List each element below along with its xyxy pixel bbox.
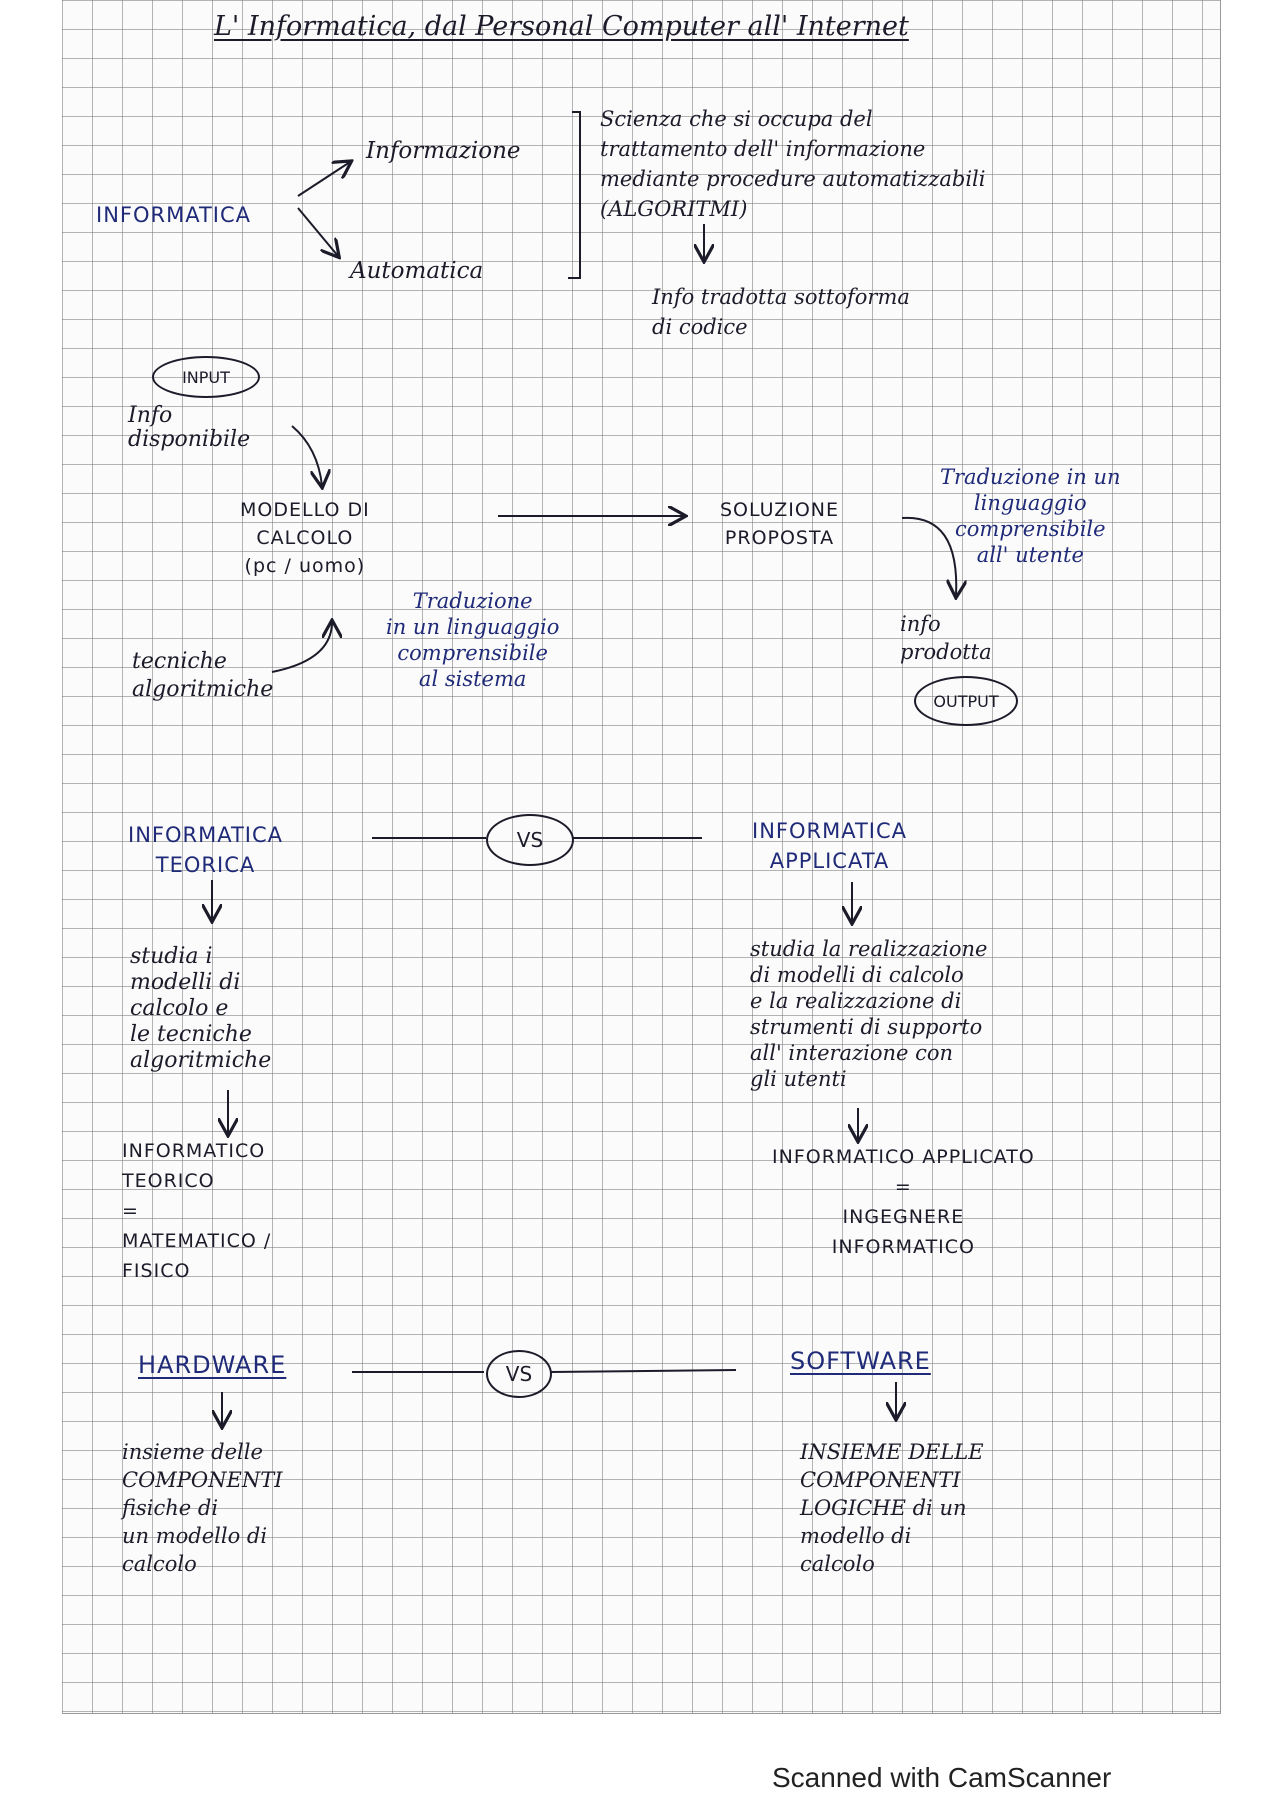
informatica-definition: Scienza che si occupa del trattamento de…: [600, 107, 986, 221]
informatica-teorica-desc: studia i modelli di calcolo e le tecnich…: [130, 944, 272, 1073]
informatico-applicato-role: INFORMATICO APPLICATO = INGEGNERE INFORM…: [772, 1146, 1035, 1258]
informatica-label: INFORMATICA: [96, 203, 252, 227]
informatica-applicata-title: INFORMATICA APPLICATA: [752, 819, 908, 873]
camscanner-watermark: Scanned with CamScanner: [772, 1762, 1112, 1793]
input-badge: INPUT: [152, 356, 260, 398]
tecniche-algoritmiche-note: tecniche algoritmiche: [132, 649, 274, 702]
page-title: L' Informatica, dal Personal Computer al…: [214, 11, 909, 42]
software-title: SOFTWARE: [790, 1347, 931, 1375]
info-prodotta-note: info prodotta: [900, 612, 992, 664]
hardware-desc: insieme delle COMPONENTI fisiche di un m…: [122, 1440, 283, 1576]
arrow-to-automatica: [297, 207, 338, 256]
arrow-tecniche-to-modello: [271, 622, 332, 673]
modello-calcolo-box: MODELLO DI CALCOLO (pc / uomo): [240, 499, 370, 577]
informatica-teorica-title: INFORMATICA TEORICA: [128, 823, 284, 877]
hardware-title: HARDWARE: [138, 1351, 287, 1379]
traduzione-utente-note: Traduzione in un linguaggio comprensibil…: [940, 465, 1121, 567]
arrow-to-informazione: [297, 162, 350, 197]
vs-circle-2: VS: [486, 1350, 552, 1398]
informazione-label: Informazione: [366, 138, 521, 164]
grid-paper-sheet: [62, 0, 1221, 1714]
info-disponibile-note: Info disponibile: [128, 403, 251, 452]
vs-line-2: [352, 1369, 737, 1373]
arrow-info-to-modello: [291, 425, 322, 486]
informatica-applicata-desc: studia la realizzazione di modelli di ca…: [750, 937, 988, 1091]
soluzione-proposta-box: SOLUZIONE PROPOSTA: [720, 499, 840, 549]
output-badge: OUTPUT: [914, 676, 1018, 726]
arrow-soluzione-to-output: [901, 516, 956, 596]
bracket: [568, 111, 581, 279]
info-tradotta-note: Info tradotta sottoforma di codice: [652, 285, 910, 339]
automatica-label: Automatica: [350, 258, 484, 284]
traduzione-sistema-note: Traduzione in un linguaggio comprensibil…: [386, 589, 560, 691]
vs-circle-1: VS: [486, 814, 574, 866]
informatico-teorico-role: INFORMATICO TEORICO = MATEMATICO / FISIC…: [122, 1140, 272, 1282]
software-desc: INSIEME DELLE COMPONENTI LOGICHE di un m…: [800, 1440, 984, 1576]
